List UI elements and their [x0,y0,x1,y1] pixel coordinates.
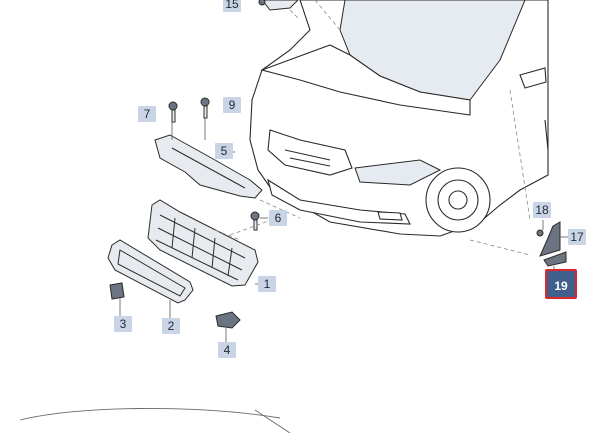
callout-15[interactable]: 15 [223,0,241,12]
part-2-surround [107,239,194,304]
part-3-clip [109,282,125,300]
partial-outline [19,408,281,421]
callout-19-highlighted[interactable]: 19 [545,269,577,299]
callout-17[interactable]: 17 [568,229,586,245]
callout-5[interactable]: 5 [215,143,233,159]
partial-outline-2 [254,409,291,433]
part-5-bracket [154,134,263,199]
screws [168,97,260,231]
part-1-grille [147,199,259,287]
callout-7[interactable]: 7 [138,106,156,122]
part-4-emblem [215,311,241,329]
callout-1[interactable]: 1 [258,276,276,292]
callout-2[interactable]: 2 [162,318,180,334]
car-body [249,0,549,237]
callout-18[interactable]: 18 [533,202,551,218]
part-15-bracket [261,0,299,11]
callout-9[interactable]: 9 [223,97,241,113]
callout-3[interactable]: 3 [114,316,132,332]
callout-6[interactable]: 6 [269,210,287,226]
callout-4[interactable]: 4 [218,342,236,358]
part-19-trim-strip [543,251,567,267]
part-17-trim [539,221,561,257]
